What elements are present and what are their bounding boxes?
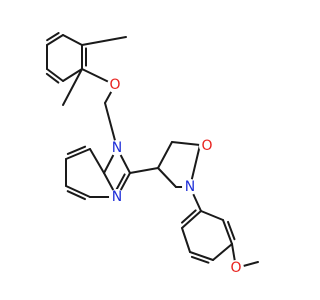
- atom-label-n1: N: [112, 140, 122, 156]
- bond-bzC-bzD: [65, 185, 91, 198]
- bond-ph1-ph2: [181, 210, 202, 229]
- atom-label-o-methoxy: O: [230, 260, 241, 276]
- bond-ph3-ph4: [189, 251, 214, 261]
- bond-a3-a4: [46, 68, 64, 82]
- bond-ph1-ph2: [180, 209, 197, 224]
- bond-ph4-ph5: [212, 243, 233, 261]
- bond-a3-a4: [45, 72, 60, 84]
- bond-a6-m1: [81, 36, 127, 46]
- bond-ph5-ph6: [222, 219, 233, 245]
- atom-N3: N: [109, 189, 125, 205]
- bond-pyr5-pyr1: [157, 167, 177, 188]
- atom-O-methoxy: O: [228, 260, 244, 276]
- bond-bzE-bzA: [89, 148, 105, 174]
- molecule-structure: O N N O N O: [45, 32, 259, 276]
- bond-c2im-pyr1: [129, 167, 159, 174]
- bond-ph2-ph3: [181, 227, 191, 253]
- atom-N1: N: [109, 140, 125, 156]
- atom-O-carbonyl: O: [199, 138, 215, 154]
- atom-label-o-ether: O: [109, 77, 120, 93]
- atom-O-ether: O: [107, 77, 123, 93]
- bond-layer: [45, 32, 259, 269]
- bond-bzA-bzB: [65, 148, 91, 160]
- bond-bzA-bzB: [66, 145, 87, 155]
- bond-pyr1-pyr2: [157, 141, 173, 169]
- atom-label-n3: N: [112, 189, 122, 205]
- atom-label-o-carbonyl: O: [201, 138, 212, 154]
- bond-a4-a5: [62, 68, 83, 82]
- bond-a6-a1: [62, 34, 83, 46]
- bond-pyr2-pyr3: [171, 141, 201, 146]
- atom-N-lactam: N: [182, 179, 198, 195]
- bond-c2im-n3: [114, 173, 126, 193]
- bond-bzC-bzD: [66, 190, 86, 201]
- bond-ph5-ph6: [227, 220, 236, 241]
- bond-ph6-ph1: [200, 210, 224, 221]
- bond-a1-a2: [46, 34, 64, 46]
- bond-a1-a2: [46, 32, 60, 42]
- atom-label-n-lactam: N: [185, 179, 195, 195]
- bond-a5-m2: [62, 68, 83, 106]
- bond-ph3-ph4: [190, 255, 210, 264]
